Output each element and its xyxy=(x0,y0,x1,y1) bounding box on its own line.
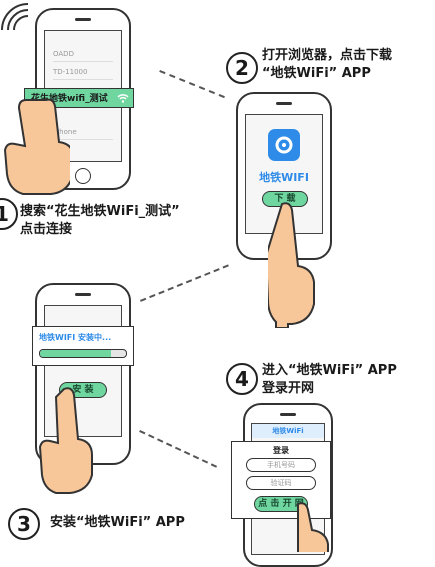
install-progress-dialog: 地铁WIFI 安装中... xyxy=(32,326,134,366)
phone-number-field[interactable]: 手机号码 xyxy=(246,458,316,472)
pointing-hand-icon xyxy=(297,502,329,552)
app-name: 地铁WIFI xyxy=(259,171,309,184)
speaker xyxy=(276,102,292,105)
progress-track xyxy=(39,349,127,358)
step3-caption: 安装“地铁WiFi” APP xyxy=(50,515,185,530)
network-name: 花生地铁wifi_测试 xyxy=(31,94,108,104)
wifi-icon xyxy=(117,94,129,103)
pointing-hand-icon xyxy=(38,387,93,494)
step2-screen: 地铁WIFI 下 载 xyxy=(245,114,323,234)
wifi-list-item[interactable]: TD-11000 xyxy=(53,65,113,80)
installing-label: 地铁WIFI 安装中... xyxy=(39,333,112,342)
wifi-list-item[interactable]: OADD xyxy=(53,47,113,62)
step3-number: 3 xyxy=(8,508,40,540)
login-title: 登录 xyxy=(273,446,289,455)
open-network-button[interactable]: 点 击 开 网 xyxy=(254,496,308,512)
speaker xyxy=(75,293,91,296)
pointing-hand-icon xyxy=(268,202,315,328)
app-icon xyxy=(268,129,300,161)
login-dialog: 登录 手机号码 验证码 点 击 开 网 xyxy=(231,441,331,519)
step2-caption: 打开浏览器，点击下载 “地铁WiFi” APP xyxy=(262,48,393,81)
step1-number: 1 xyxy=(0,198,18,230)
speaker xyxy=(280,413,296,416)
connector-line xyxy=(159,70,225,99)
step2-number: 2 xyxy=(226,52,258,84)
connector-line xyxy=(140,264,229,302)
speaker xyxy=(75,18,91,21)
pointing-hand-icon xyxy=(3,98,70,195)
step4-number: 4 xyxy=(226,363,258,395)
progress-fill xyxy=(40,350,111,357)
home-button[interactable] xyxy=(75,168,91,184)
connector-line xyxy=(139,430,218,468)
step4-caption: 进入“地铁WiFi” APP 登录开网 xyxy=(262,363,397,396)
step1-caption: 搜索“花生地铁WiFi_测试” 点击连接 xyxy=(20,204,180,237)
app-header: 地铁WiFi xyxy=(252,424,324,438)
verification-code-field[interactable]: 验证码 xyxy=(246,476,316,490)
wifi-signal-icon xyxy=(1,3,29,31)
wifi-list-item[interactable]: iPhone xyxy=(53,125,113,140)
